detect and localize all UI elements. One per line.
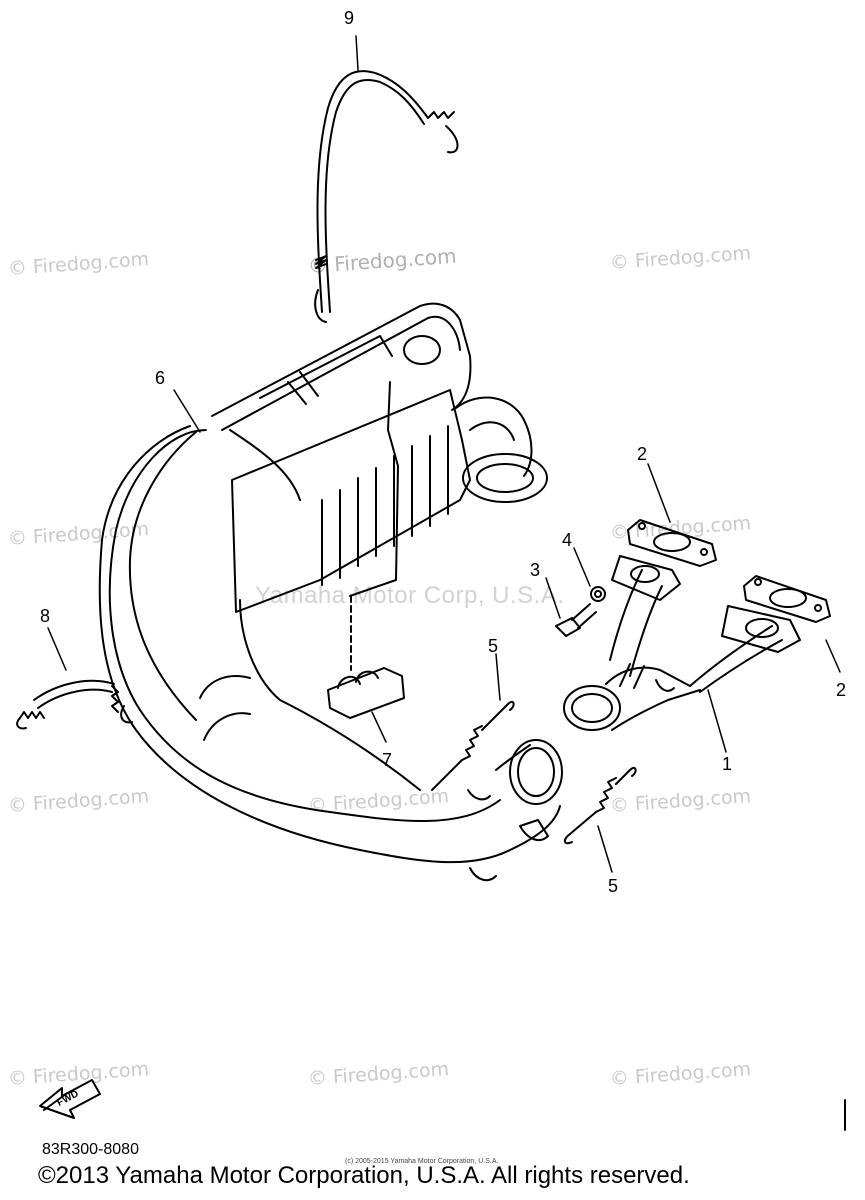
part-2-gasket-upper[interactable]	[628, 520, 716, 566]
part-9-hose[interactable]	[315, 71, 457, 322]
callout-1: 1	[722, 754, 732, 774]
part-5-spring-upper[interactable]	[432, 702, 514, 790]
callout-2-upper: 2	[637, 444, 647, 464]
callout-8: 8	[40, 606, 50, 626]
part-5-spring-lower[interactable]	[565, 768, 636, 843]
part-7-damper[interactable]	[328, 596, 404, 718]
fwd-arrow-icon	[40, 1080, 100, 1118]
part-8-hose[interactable]	[17, 681, 132, 729]
callout-7: 7	[382, 750, 392, 770]
callout-9: 9	[344, 8, 354, 28]
part-2-gasket-lower[interactable]	[744, 576, 830, 622]
callout-3: 3	[530, 560, 540, 580]
small-copyright: (c) 2005-2015 Yamaha Motor Corporation, …	[345, 1158, 499, 1165]
watermark-yamaha: Yamaha Motor Corp, U.S.A.	[255, 582, 565, 609]
footer-copyright: ©2013 Yamaha Motor Corporation, U.S.A. A…	[38, 1162, 690, 1189]
callout-5-upper: 5	[488, 636, 498, 656]
diagram-code: 83R300-8080	[42, 1141, 139, 1158]
part-1-exhaust-pipe[interactable]	[564, 556, 800, 730]
part-3-bolt[interactable]	[556, 604, 596, 636]
part-4-nut[interactable]	[591, 587, 605, 601]
callout-4: 4	[562, 530, 572, 550]
leader-lines	[48, 36, 840, 872]
part-6-muffler[interactable]	[100, 304, 562, 880]
callout-5-lower: 5	[608, 876, 618, 896]
callout-6: 6	[155, 368, 165, 388]
callout-2-lower: 2	[836, 680, 846, 700]
